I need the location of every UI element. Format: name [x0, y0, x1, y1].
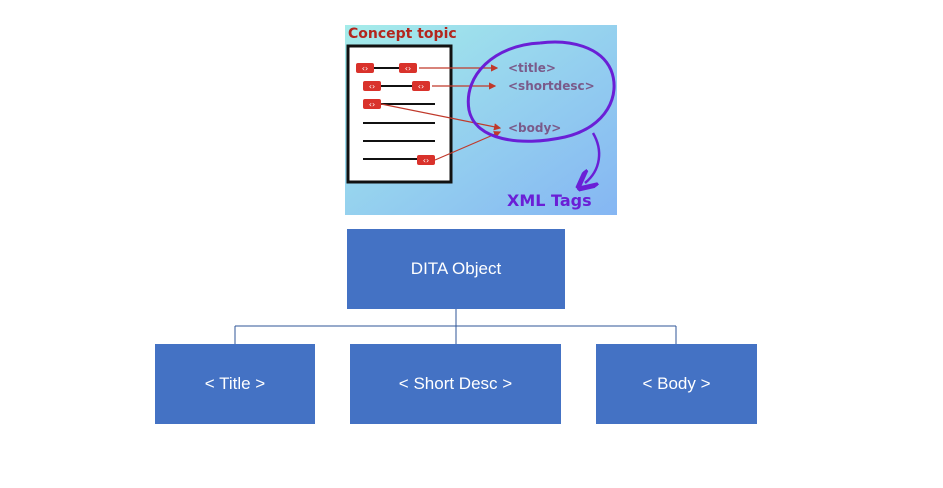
tag-body-label: <body>: [508, 121, 561, 135]
tag-title-label: <title>: [508, 61, 556, 75]
svg-text:‹›: ‹›: [369, 82, 375, 91]
concept-topic-illustration: Concept topic ‹› ‹› ‹› ‹› ‹› ‹›: [345, 25, 617, 215]
body-label: < Body >: [642, 374, 711, 393]
curved-arrow-icon: [585, 132, 601, 183]
short-desc-label: < Short Desc >: [398, 374, 513, 393]
arrow-icon: [380, 64, 502, 161]
svg-text:‹›: ‹›: [369, 100, 375, 109]
short-desc-node: < Short Desc >: [350, 344, 561, 424]
dita-object-label: DITA Object: [410, 259, 502, 278]
title-label: < Title >: [204, 374, 266, 393]
body-node: < Body >: [596, 344, 757, 424]
highlight-circle: [466, 40, 616, 143]
concept-topic-graphic: Concept topic ‹› ‹› ‹› ‹› ‹› ‹›: [345, 25, 617, 215]
dita-object-node: DITA Object: [347, 229, 565, 309]
concept-topic-heading: Concept topic: [348, 26, 457, 42]
xml-tags-caption: XML Tags: [507, 191, 592, 210]
svg-text:‹›: ‹›: [362, 64, 368, 73]
tag-shortdesc-label: <shortdesc>: [508, 79, 595, 93]
svg-text:‹›: ‹›: [423, 156, 429, 165]
xml-tag-icon: ‹› ‹› ‹› ‹› ‹› ‹›: [356, 63, 435, 165]
title-node: < Title >: [155, 344, 315, 424]
svg-text:‹›: ‹›: [418, 82, 424, 91]
svg-text:‹›: ‹›: [405, 64, 411, 73]
